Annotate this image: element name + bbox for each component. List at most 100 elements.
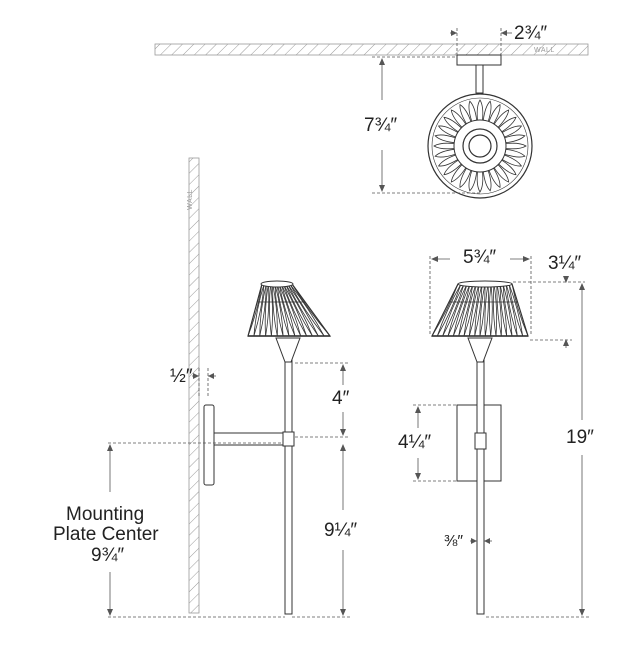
rosette-petal <box>437 154 459 167</box>
shade-rib <box>265 284 270 336</box>
shade-rib <box>458 284 474 336</box>
dim-plate-offset: ½″ <box>170 366 193 387</box>
rosette-petal <box>459 103 472 125</box>
front-cup <box>467 337 493 363</box>
top-rosette <box>427 93 533 199</box>
shade-rib <box>287 284 319 336</box>
mounting-value: 9¾″ <box>91 545 125 566</box>
shade-rib <box>463 284 477 336</box>
rosette-petal <box>488 103 501 125</box>
side-collar <box>282 431 295 447</box>
shade-rib <box>253 284 265 336</box>
shade-rib <box>289 284 325 336</box>
top-view <box>154 28 589 199</box>
dim-arm-to-shade: 4″ <box>332 388 350 409</box>
shade-rib <box>283 284 307 336</box>
rosette-petal <box>476 171 484 193</box>
side-stem <box>284 359 293 615</box>
shade-rib <box>285 284 313 336</box>
shade-rib <box>505 284 518 336</box>
shade-rib <box>493 284 498 336</box>
shade-rib <box>291 284 330 336</box>
front-stem <box>476 359 485 615</box>
side-view <box>108 157 350 618</box>
side-wall-label: WALL <box>186 189 194 210</box>
shade-rib <box>488 284 492 336</box>
rosette-petal <box>433 142 455 150</box>
dimension-arrows <box>107 30 585 616</box>
shade-rib <box>272 284 278 336</box>
shade-rib <box>505 284 518 336</box>
top-dimensions <box>372 28 512 194</box>
rosette-petal <box>434 148 456 158</box>
rosette-petal <box>450 109 467 128</box>
rosette-petal <box>468 170 478 192</box>
shade-rib <box>280 284 302 336</box>
side-dimensions <box>108 362 350 618</box>
rosette-petal <box>459 167 472 189</box>
shade-rib <box>280 284 302 336</box>
shade-rib <box>259 284 267 336</box>
dim-arm-to-bottom: 9¼″ <box>324 520 358 541</box>
shade-rib <box>458 284 474 336</box>
shade-rib <box>511 284 528 336</box>
shade-rib <box>502 284 513 336</box>
rosette-petal <box>443 159 462 176</box>
shade-rib <box>447 284 468 336</box>
shade-rib <box>452 284 471 336</box>
shade-rib <box>436 284 462 336</box>
rosette-petal <box>468 100 478 122</box>
shade-rib <box>474 284 483 336</box>
top-arm <box>475 64 484 94</box>
rosette-petal <box>476 99 484 121</box>
shade-rib <box>502 284 513 336</box>
rosette-petal <box>501 125 523 138</box>
rosette-petal <box>493 109 510 128</box>
shade-rib <box>484 284 489 336</box>
shade-rib <box>468 284 480 336</box>
shade-rib <box>492 284 497 336</box>
side-shade <box>247 280 332 337</box>
rosette-petal <box>504 134 526 144</box>
rosette-petal <box>488 167 501 189</box>
shade-rib <box>269 284 272 336</box>
rosette-petal <box>482 100 492 122</box>
front-collar <box>474 432 487 450</box>
shade-rib <box>253 284 265 336</box>
shade-rib <box>274 284 284 336</box>
front-view <box>413 256 590 618</box>
side-back-plate <box>203 404 215 486</box>
shade-rib <box>287 284 319 336</box>
shade-rib <box>484 284 489 336</box>
shade-rib <box>442 284 465 336</box>
shade-rib <box>289 284 325 336</box>
dim-top-depth: 7¾″ <box>364 115 398 136</box>
rosette-petal <box>434 134 456 144</box>
shade-rib <box>452 284 471 336</box>
shade-rib <box>278 284 296 336</box>
shade-rib <box>259 284 267 336</box>
shade-rib <box>272 284 278 336</box>
shade-rib <box>479 284 486 336</box>
top-wall-label: WALL <box>534 47 555 54</box>
shade-rib <box>499 284 508 336</box>
shade-rib <box>463 284 477 336</box>
dim-overall-height: 19″ <box>566 427 594 448</box>
rosette-petal <box>501 154 523 167</box>
dim-plate-height: 4¼″ <box>398 432 432 453</box>
dim-top-projection: 2¾″ <box>514 23 548 44</box>
shade-rib <box>270 284 273 336</box>
top-mount-plate <box>456 54 502 66</box>
shade-rib <box>496 284 502 336</box>
shade-rib <box>468 284 480 336</box>
rosette-petal <box>482 170 492 192</box>
dim-shade-width: 5¾″ <box>463 247 497 268</box>
mounting-label-line2: Plate Center <box>53 524 159 545</box>
shade-rib <box>278 284 296 336</box>
top-wall <box>154 43 589 56</box>
shade-rib <box>508 284 524 336</box>
shade-rib <box>285 284 313 336</box>
shade-rib <box>447 284 468 336</box>
